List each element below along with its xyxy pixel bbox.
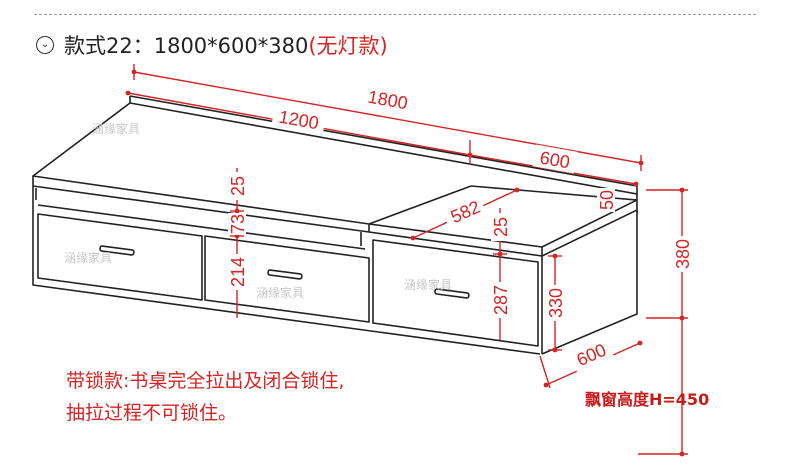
cabinet-outline xyxy=(32,95,638,355)
heading-main: 款式22：1800*600*380 xyxy=(64,34,309,58)
dim-right-top-panel: 25 xyxy=(491,217,511,237)
drawer-handle-right xyxy=(434,288,470,299)
circle-chevron-down-icon: ⌄ xyxy=(36,36,54,54)
dim-cabinet-inner-height: 330 xyxy=(546,288,566,318)
dim-backboard-height: 50 xyxy=(597,190,617,210)
drawer-handle-middle xyxy=(267,269,303,280)
watermark: 涵缘家具 xyxy=(404,277,452,292)
watermark: 涵缘家具 xyxy=(256,285,304,300)
lock-note-line1: 带锁款:书桌完全拉出及闭合锁住, xyxy=(66,370,345,392)
watermark: 涵缘家具 xyxy=(64,250,112,265)
dim-drawer-gap: 73 xyxy=(228,214,248,234)
dimension-labels: 1800 1200 600 25 73 214 582 25 287 50 33… xyxy=(228,83,693,373)
watermarks: 涵缘家具 涵缘家具 涵缘家具 涵缘家具 xyxy=(64,121,452,300)
top-dashed-divider xyxy=(34,14,756,15)
watermark: 涵缘家具 xyxy=(92,121,140,136)
dim-right-drawer-height: 287 xyxy=(491,285,511,315)
dim-total-height: 380 xyxy=(673,239,693,269)
dim-top-panel: 25 xyxy=(228,176,248,196)
drawer-handles xyxy=(99,245,470,299)
drawer-handle-left xyxy=(99,245,135,256)
style-heading: ⌄ 款式22：1800*600*380 (无灯款) xyxy=(36,30,388,60)
heading-suffix: (无灯款) xyxy=(308,34,388,58)
dim-drawer-height: 214 xyxy=(228,257,248,287)
dimension-ticks xyxy=(125,69,685,457)
lock-note-line2: 抽拉过程不可锁住。 xyxy=(66,402,238,424)
bay-window-height-label: 飘窗高度H=450 xyxy=(585,390,710,409)
